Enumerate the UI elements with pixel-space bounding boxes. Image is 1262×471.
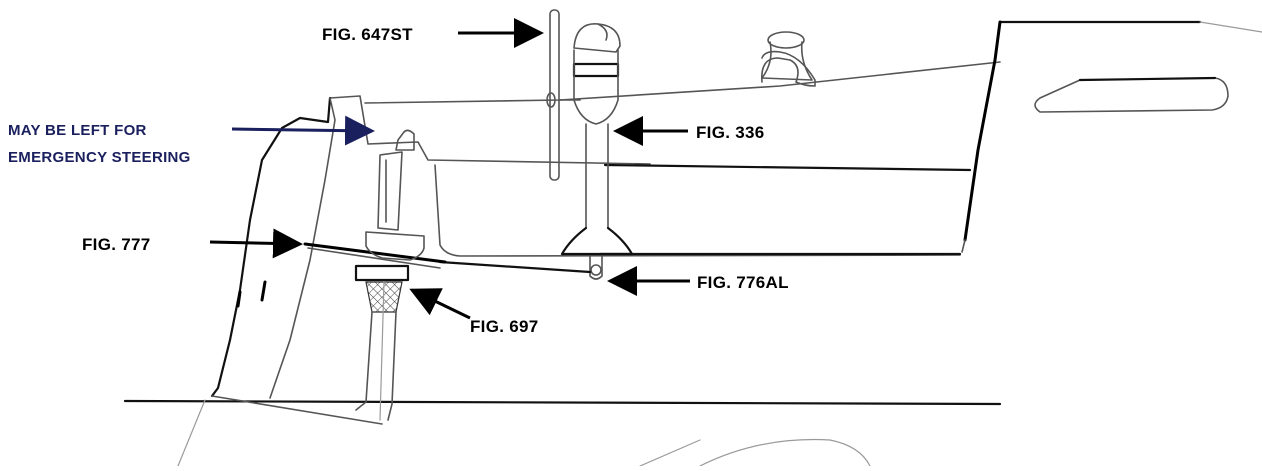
hull-bottom-curve [699,438,871,467]
cockpit-inner-wall [434,164,961,257]
label-fig-336: FIG. 336 [696,123,765,142]
arrow-emergency-steering [231,115,375,146]
hull-bottom-mid [639,439,701,467]
flange-plate-lower [307,247,441,269]
cockpit-aft-top [329,95,651,165]
hull-sketch [123,20,1262,467]
lower-fitting [589,255,603,280]
cabin-window-top-highlight [1078,76,1217,82]
label-fig-697: FIG. 697 [470,317,539,336]
tiller-rod-pivot [546,92,556,108]
pedestal-collar [572,62,620,78]
hull-below-waterline [211,395,383,425]
arrow-fig-777 [209,228,303,259]
waterline [123,399,1002,406]
lower-fitting-link [438,260,592,274]
label-emergency-line2: EMERGENCY STEERING [8,149,191,166]
transom-outline [210,96,332,398]
cockpit-coaming-line [603,163,972,172]
pedestal-base [560,226,634,256]
deck-cleat [761,50,816,87]
callout-arrows [209,18,690,320]
hull-bottom-left [177,399,206,467]
label-fig-777: FIG. 777 [82,235,151,254]
pedestal-shaft [585,123,609,229]
lower-fitting-ring [590,264,602,276]
transom-step-mark [236,290,242,308]
rudder-stock-left [355,311,373,411]
transom-inner-line [269,97,336,399]
flange-plate [303,242,447,264]
rudder-stock-right [387,311,397,421]
label-emergency-line1: MAY BE LEFT FOR [8,122,147,139]
label-fig-647st: FIG. 647ST [322,25,413,44]
cockpit-front-drop [961,239,966,253]
flange-cone [365,231,425,261]
label-fig-776al: FIG. 776AL [697,273,789,292]
emergency-post [395,129,415,151]
steering-hardware [303,9,634,421]
callout-labels: FIG. 647ST FIG. 336 MAY BE LEFT FOR EMER… [8,25,789,336]
pedestal-head-hook [597,23,608,41]
deck-cleat-body [761,41,813,81]
arrow-fig-697 [409,288,471,320]
rudder-stock-center [379,281,385,421]
emergency-post-tube [377,151,403,231]
cabin-front-edge [963,20,1002,242]
deck-cleat-cap [767,31,805,49]
rudder-collar [354,264,410,282]
cabin-window [1034,77,1229,113]
cabin-top-right-extension [1199,21,1262,33]
tiller-rod [549,9,560,181]
pedestal-upper-body [573,49,619,125]
deck-line-top [364,61,1001,104]
transom-edge-mark [260,280,267,302]
pedestal-head [573,23,621,53]
